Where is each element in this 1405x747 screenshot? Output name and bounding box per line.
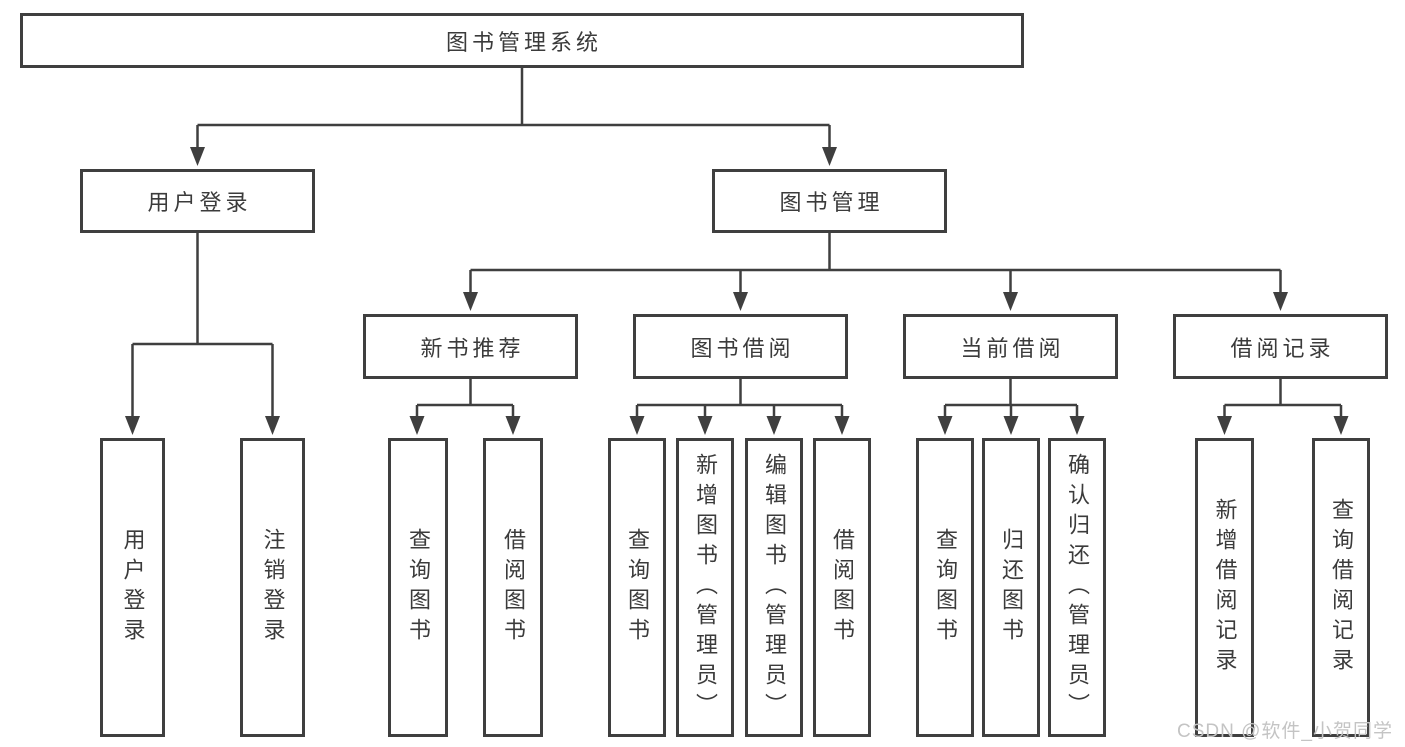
leaf-user-login: 用户登录 [100, 438, 165, 737]
arrowhead-bb-add [697, 416, 713, 435]
arrowhead-cb-confirm [1069, 416, 1085, 435]
arrowhead-user-login [190, 147, 205, 166]
node-book-management: 图书管理 [712, 169, 947, 233]
arrowhead-new-book-rec [463, 292, 478, 311]
arrowhead-br-query [1333, 416, 1349, 435]
arrowhead-br-add [1217, 416, 1232, 435]
arrowhead-nbr-query [409, 416, 425, 435]
node-new-book-recommend: 新书推荐 [363, 314, 578, 379]
leaf-query-borrow-record: 查询借阅记录 [1312, 438, 1370, 737]
leaf-confirm-return-admin: 确认归还（管理员） [1048, 438, 1106, 737]
leaf-return-books: 归还图书 [982, 438, 1040, 737]
leaf-borrow-books-borrowing: 借阅图书 [813, 438, 871, 737]
leaf-query-books-current: 查询图书 [916, 438, 974, 737]
arrowhead-leaf-login [125, 416, 140, 435]
arrowhead-nbr-borrow [505, 416, 521, 435]
node-current-borrowing: 当前借阅 [903, 314, 1118, 379]
arrowhead-cb-query [937, 416, 953, 435]
arrowhead-bb-borrow [834, 416, 850, 435]
leaf-add-books-admin: 新增图书（管理员） [676, 438, 734, 737]
node-user-login: 用户登录 [80, 169, 315, 233]
leaf-query-books-borrowing: 查询图书 [608, 438, 666, 737]
leaf-add-borrow-record: 新增借阅记录 [1195, 438, 1254, 737]
arrowhead-borrow-record [1273, 292, 1288, 311]
node-book-borrowing: 图书借阅 [633, 314, 848, 379]
arrowhead-bb-query [629, 416, 645, 435]
arrowhead-bb-edit [766, 416, 782, 435]
leaf-borrow-books-recommend: 借阅图书 [483, 438, 543, 737]
leaf-query-books-recommend: 查询图书 [388, 438, 448, 737]
node-root-system: 图书管理系统 [20, 13, 1024, 68]
arrowhead-leaf-logout [265, 416, 280, 435]
arrowhead-book-mgmt [822, 147, 837, 166]
node-borrowing-records: 借阅记录 [1173, 314, 1388, 379]
arrowhead-current-borrow [1003, 292, 1018, 311]
arrowhead-cb-return [1003, 416, 1019, 435]
watermark-text: CSDN @软件_小贺同学 [1177, 721, 1393, 742]
arrowhead-book-borrow [733, 292, 748, 311]
leaf-logout: 注销登录 [240, 438, 305, 737]
leaf-edit-books-admin: 编辑图书（管理员） [745, 438, 803, 737]
